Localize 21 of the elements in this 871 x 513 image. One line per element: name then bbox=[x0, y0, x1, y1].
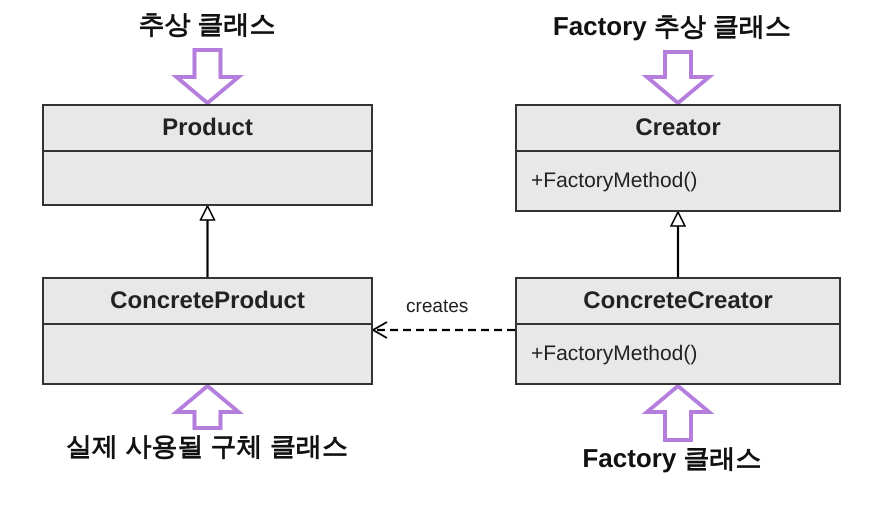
class-name: Product bbox=[162, 114, 253, 142]
class-name: ConcreteProduct bbox=[110, 287, 305, 315]
method-text: +FactoryMethod() bbox=[531, 342, 698, 365]
block-arrow bbox=[642, 383, 714, 442]
dependency-arrow bbox=[372, 321, 515, 339]
inheritance-arrow bbox=[670, 211, 686, 277]
class-name: ConcreteCreator bbox=[583, 287, 773, 315]
class-box bbox=[42, 104, 373, 206]
annotation-text: Factory 클래스 bbox=[540, 442, 804, 482]
block-arrow bbox=[171, 48, 244, 106]
annotation-text: Factory 추상 클래스 bbox=[500, 10, 844, 50]
annotation-text: 추상 클래스 bbox=[107, 8, 307, 48]
inheritance-arrow bbox=[200, 205, 216, 277]
annotation-text: 실제 사용될 구체 클래스 bbox=[57, 430, 357, 512]
class-box bbox=[515, 277, 841, 385]
block-arrow bbox=[171, 383, 244, 430]
class-name: Creator bbox=[635, 114, 721, 142]
class-box bbox=[42, 277, 373, 385]
block-arrow bbox=[642, 50, 714, 106]
class-box bbox=[515, 104, 841, 212]
method-text: +FactoryMethod() bbox=[531, 169, 698, 192]
